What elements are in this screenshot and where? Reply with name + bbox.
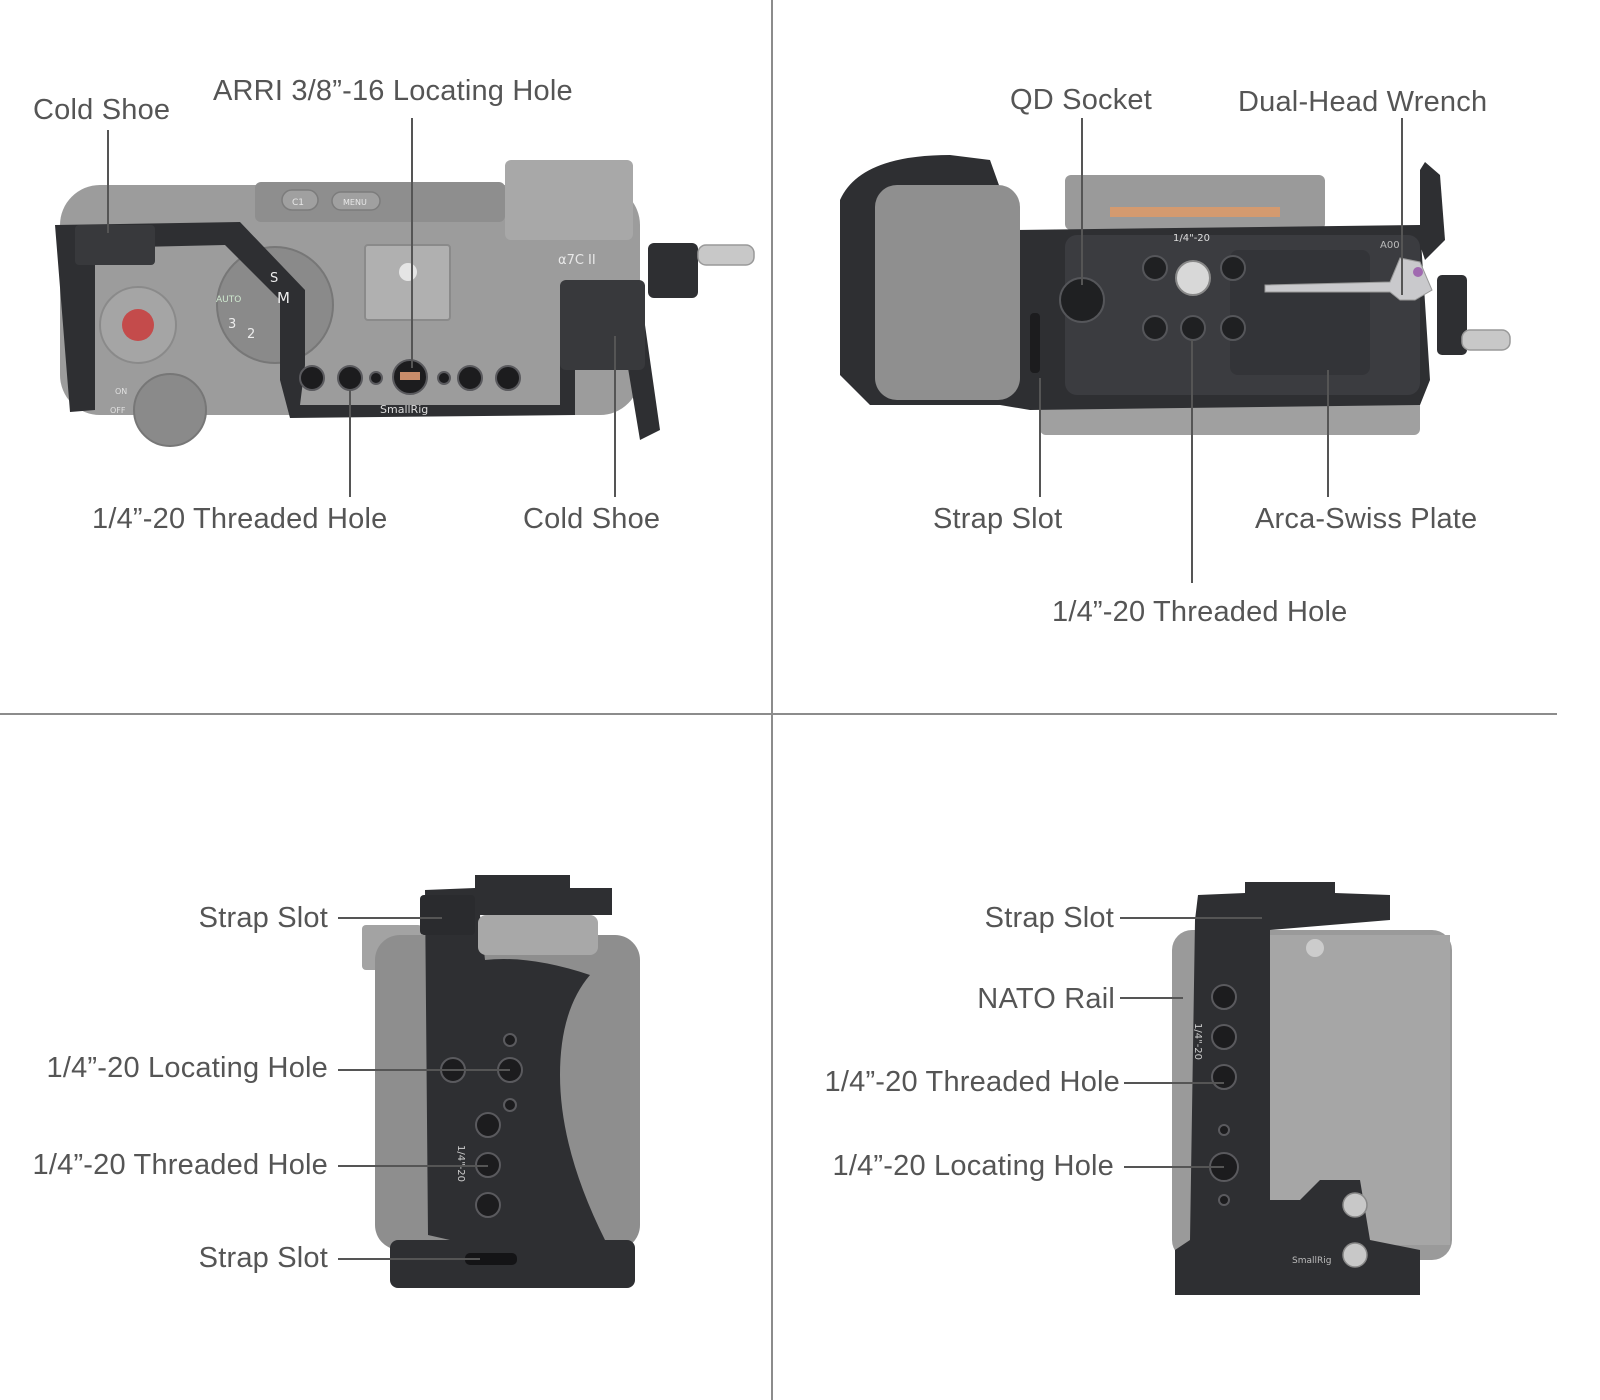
label-strap-slot-br: Strap Slot — [984, 902, 1114, 934]
side-right-thread-mark: 1/4"-20 — [1192, 1023, 1203, 1060]
label-strap-slot-bl-bottom: Strap Slot — [198, 1242, 328, 1274]
cage-brand-mark: SmallRig — [380, 403, 428, 416]
label-cold-shoe-left: Cold Shoe — [33, 94, 171, 126]
side-brand-mark: SmallRig — [1292, 1256, 1331, 1266]
side-thread-mark: 1/4"-20 — [455, 1145, 466, 1182]
label-threaded-hole-bl: 1/4”-20 Threaded Hole — [32, 1149, 328, 1181]
camera-power-on: ON — [115, 387, 127, 396]
label-threaded-hole-tl: 1/4”-20 Threaded Hole — [92, 503, 388, 535]
label-nato-rail: NATO Rail — [977, 983, 1115, 1015]
label-locating-hole-br: 1/4”-20 Locating Hole — [832, 1150, 1114, 1182]
bottom-left-view: 1/4"-20 — [362, 875, 640, 1288]
label-strap-slot-tr: Strap Slot — [933, 503, 1063, 535]
wrench-size-mark: A00 — [1380, 240, 1400, 251]
label-threaded-hole-tr: 1/4”-20 Threaded Hole — [1052, 596, 1348, 628]
label-arca-swiss-plate: Arca-Swiss Plate — [1255, 503, 1478, 535]
camera-mode-2: 2 — [247, 327, 255, 342]
camera-mode-auto: AUTO — [216, 295, 241, 305]
label-locating-hole-bl: 1/4”-20 Locating Hole — [46, 1052, 328, 1084]
horizontal-divider — [0, 713, 1557, 715]
label-threaded-hole-br: 1/4”-20 Threaded Hole — [824, 1066, 1120, 1098]
vertical-divider — [771, 0, 773, 1400]
label-qd-socket: QD Socket — [1010, 84, 1153, 116]
camera-menu-button: MENU — [343, 198, 367, 207]
label-strap-slot-bl-top: Strap Slot — [198, 902, 328, 934]
label-arri-locating-hole: ARRI 3/8”-16 Locating Hole — [213, 75, 573, 107]
plate-thread-mark: 1/4"-20 — [1173, 233, 1210, 244]
label-cold-shoe-right: Cold Shoe — [523, 503, 661, 535]
camera-model-mark: α7C II — [558, 253, 596, 268]
leader-lines — [107, 118, 1403, 1260]
label-dual-head-wrench: Dual-Head Wrench — [1238, 86, 1488, 118]
top-right-view: 1/4"-20 A00 — [840, 155, 1511, 435]
camera-markings: α7C II MENU C1 AUTO M S 3 2 ON OFF Small… — [110, 198, 596, 416]
bottom-right-view: 1/4"-20 SmallRig — [1172, 882, 1452, 1295]
top-left-view — [55, 160, 755, 447]
camera-power-off: OFF — [110, 406, 126, 415]
camera-mode-s: S — [270, 271, 278, 286]
camera-c1-button: C1 — [292, 198, 304, 208]
camera-mode-m: M — [277, 289, 290, 307]
camera-mode-3: 3 — [228, 317, 236, 332]
